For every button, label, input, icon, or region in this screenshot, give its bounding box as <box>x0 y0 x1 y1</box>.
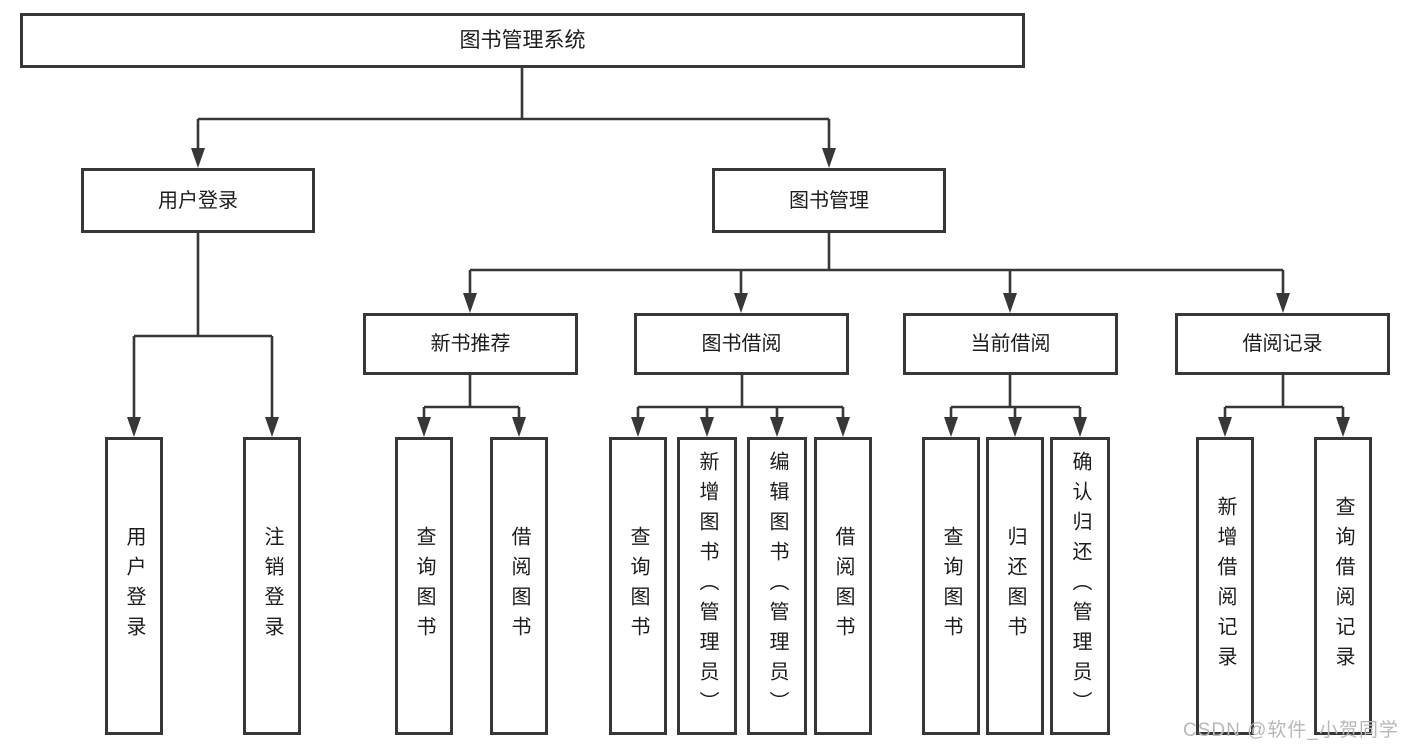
arrow-down-icon <box>1008 417 1022 437</box>
leaf-return-books: 归还图书 <box>986 437 1044 735</box>
connector-root-to-level2 <box>196 68 831 150</box>
node-label: 用户登录 <box>158 189 238 212</box>
node-label: 用户登录 <box>123 526 145 646</box>
csdn-watermark: CSDN @软件_小贺同学 <box>1183 720 1399 741</box>
node-book-management: 图书管理 <box>712 168 946 233</box>
node-label: 归还图书 <box>1004 526 1026 646</box>
node-label: 确认归还（管理员） <box>1069 451 1091 721</box>
node-label: 新增借阅记录 <box>1214 496 1236 676</box>
node-label: 当前借阅 <box>970 333 1051 355</box>
leaf-borrow-books: 借阅图书 <box>814 437 872 735</box>
connector-user-login-to-children <box>132 233 274 419</box>
node-root-system: 图书管理系统 <box>20 13 1025 68</box>
node-label: 查询借阅记录 <box>1332 496 1354 676</box>
leaf-borrow-books-recommend: 借阅图书 <box>490 437 548 735</box>
arrow-down-icon <box>1336 417 1350 437</box>
arrow-down-icon <box>512 417 526 437</box>
arrow-down-icon <box>1276 293 1290 313</box>
node-label: 查询图书 <box>627 526 649 646</box>
connector-book-mgmt-to-level3 <box>468 233 1285 295</box>
connector-book-borrow-to-children <box>636 375 845 419</box>
leaf-query-books-recommend: 查询图书 <box>395 437 453 735</box>
leaf-confirm-return-admin: 确认归还（管理员） <box>1050 437 1110 735</box>
node-label: 借阅图书 <box>508 526 530 646</box>
node-current-borrow: 当前借阅 <box>903 313 1118 375</box>
node-label: 查询图书 <box>940 526 962 646</box>
leaf-query-borrow-record: 查询借阅记录 <box>1314 437 1372 735</box>
leaf-user-login: 用户登录 <box>105 437 163 735</box>
leaf-edit-books-admin: 编辑图书（管理员） <box>747 437 807 735</box>
connector-current-borrow-to-children <box>949 375 1082 419</box>
arrow-down-icon <box>700 417 714 437</box>
arrow-down-icon <box>770 417 784 437</box>
leaf-logout: 注销登录 <box>243 437 301 735</box>
leaf-add-borrow-record: 新增借阅记录 <box>1196 437 1254 735</box>
node-label: 图书管理系统 <box>459 29 586 52</box>
arrow-down-icon <box>265 417 279 437</box>
arrow-down-icon <box>1218 417 1232 437</box>
arrow-down-icon <box>417 417 431 437</box>
node-new-book-recommend: 新书推荐 <box>363 313 578 375</box>
arrow-down-icon <box>944 417 958 437</box>
arrowhead-icons <box>127 148 1350 437</box>
node-label: 新书推荐 <box>430 333 511 355</box>
connector-new-book-rec-to-children <box>422 375 521 419</box>
arrow-down-icon <box>1003 293 1017 313</box>
arrow-down-icon <box>631 417 645 437</box>
leaf-query-books-borrow: 查询图书 <box>609 437 667 735</box>
arrow-down-icon <box>836 417 850 437</box>
arrow-down-icon <box>822 148 836 168</box>
node-label: 编辑图书（管理员） <box>766 451 788 721</box>
node-label: 图书管理 <box>789 189 869 212</box>
node-label: 新增图书（管理员） <box>696 451 718 721</box>
node-book-borrow: 图书借阅 <box>634 313 849 375</box>
node-borrow-records: 借阅记录 <box>1175 313 1390 375</box>
node-label: 注销登录 <box>261 526 283 646</box>
arrow-down-icon <box>127 417 141 437</box>
node-label: 查询图书 <box>413 526 435 646</box>
node-user-login: 用户登录 <box>81 168 315 233</box>
node-label: 图书借阅 <box>701 333 782 355</box>
arrow-down-icon <box>734 293 748 313</box>
leaf-add-books-admin: 新增图书（管理员） <box>677 437 737 735</box>
arrow-down-icon <box>191 148 205 168</box>
node-label: 借阅图书 <box>832 526 854 646</box>
leaf-query-books-current: 查询图书 <box>922 437 980 735</box>
connector-borrow-records-to-children <box>1223 375 1345 419</box>
arrow-down-icon <box>1073 417 1087 437</box>
node-label: 借阅记录 <box>1242 333 1323 355</box>
arrow-down-icon <box>463 293 477 313</box>
